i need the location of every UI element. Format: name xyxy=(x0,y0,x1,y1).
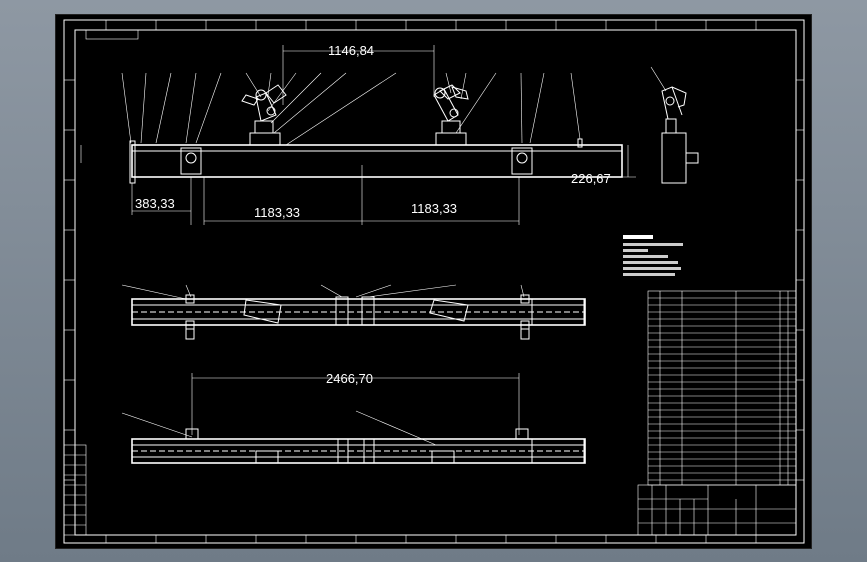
front-view: 1146,84 383,33 1183,33 1183,33 226,67 xyxy=(80,43,636,225)
parts-list-rows xyxy=(648,297,796,481)
front-beam xyxy=(131,144,623,178)
revision-block xyxy=(63,444,87,536)
robot-top-right xyxy=(429,299,469,322)
left-end-plate xyxy=(129,140,136,184)
top-view-1 xyxy=(121,284,586,340)
right-support xyxy=(511,147,533,175)
zone-ticks xyxy=(64,20,804,543)
dim-left-offset: 383,33 xyxy=(135,196,175,211)
title-block xyxy=(637,484,797,536)
left-support xyxy=(180,147,202,175)
drawing-sheet: 1146,84 383,33 1183,33 1183,33 226,67 xyxy=(55,14,812,549)
corner-stamp xyxy=(85,29,139,40)
robot-left xyxy=(241,84,287,146)
side-view xyxy=(650,66,699,184)
cad-drawing: 1146,84 383,33 1183,33 1183,33 226,67 xyxy=(63,19,805,544)
robot-top-left xyxy=(243,299,282,324)
technical-notes xyxy=(623,235,683,276)
dimension-lines xyxy=(80,45,636,225)
robot-right xyxy=(433,84,469,146)
dim-bottom-span: 2466,70 xyxy=(326,371,373,386)
dim-mid-right: 1183,33 xyxy=(411,201,457,216)
leader-lines xyxy=(121,72,581,146)
inner-frame xyxy=(74,29,797,536)
dim-mid-left: 1183,33 xyxy=(254,205,300,220)
top-view-2: 2466,70 xyxy=(121,371,586,464)
dim-side-height: 226,67 xyxy=(571,171,611,186)
outer-frame xyxy=(63,19,805,544)
parts-list-table xyxy=(647,290,797,486)
dim-top-span: 1146,84 xyxy=(328,43,374,58)
